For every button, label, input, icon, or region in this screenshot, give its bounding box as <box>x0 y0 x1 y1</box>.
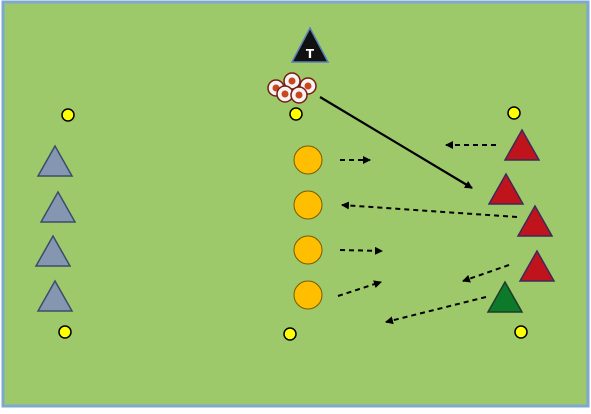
cone-marker <box>507 106 521 120</box>
orange-player <box>293 145 323 175</box>
pass-arrow <box>319 96 473 189</box>
soccer-ball-icon <box>283 72 301 90</box>
soccer-ball-icon <box>290 86 308 104</box>
grey-player <box>36 279 74 312</box>
red-player <box>518 249 556 282</box>
grey-player <box>36 144 74 177</box>
cone-marker <box>283 327 297 341</box>
run-arrow <box>341 201 518 218</box>
run-arrow <box>339 246 383 255</box>
cone-marker <box>289 107 303 121</box>
red-team <box>487 128 556 282</box>
orange-player <box>293 280 323 310</box>
orange-player <box>293 235 323 265</box>
grey-team <box>34 144 77 312</box>
coach-label: T <box>306 47 315 61</box>
cone-marker <box>58 325 72 339</box>
orange-player <box>293 190 323 220</box>
green-player <box>486 280 524 313</box>
grey-player <box>39 190 77 223</box>
cones <box>58 106 528 341</box>
red-player <box>487 172 525 205</box>
run-arrow <box>385 296 487 325</box>
movement-arrows <box>337 141 518 325</box>
cone-marker <box>61 108 75 122</box>
cone-marker <box>514 325 528 339</box>
orange-team <box>293 145 323 310</box>
balls-cluster <box>267 72 317 104</box>
red-player <box>516 204 554 237</box>
coach-marker: T <box>290 26 330 63</box>
grey-player <box>34 234 72 267</box>
run-arrow <box>337 280 382 297</box>
red-player <box>503 128 541 161</box>
run-arrow <box>462 264 510 283</box>
